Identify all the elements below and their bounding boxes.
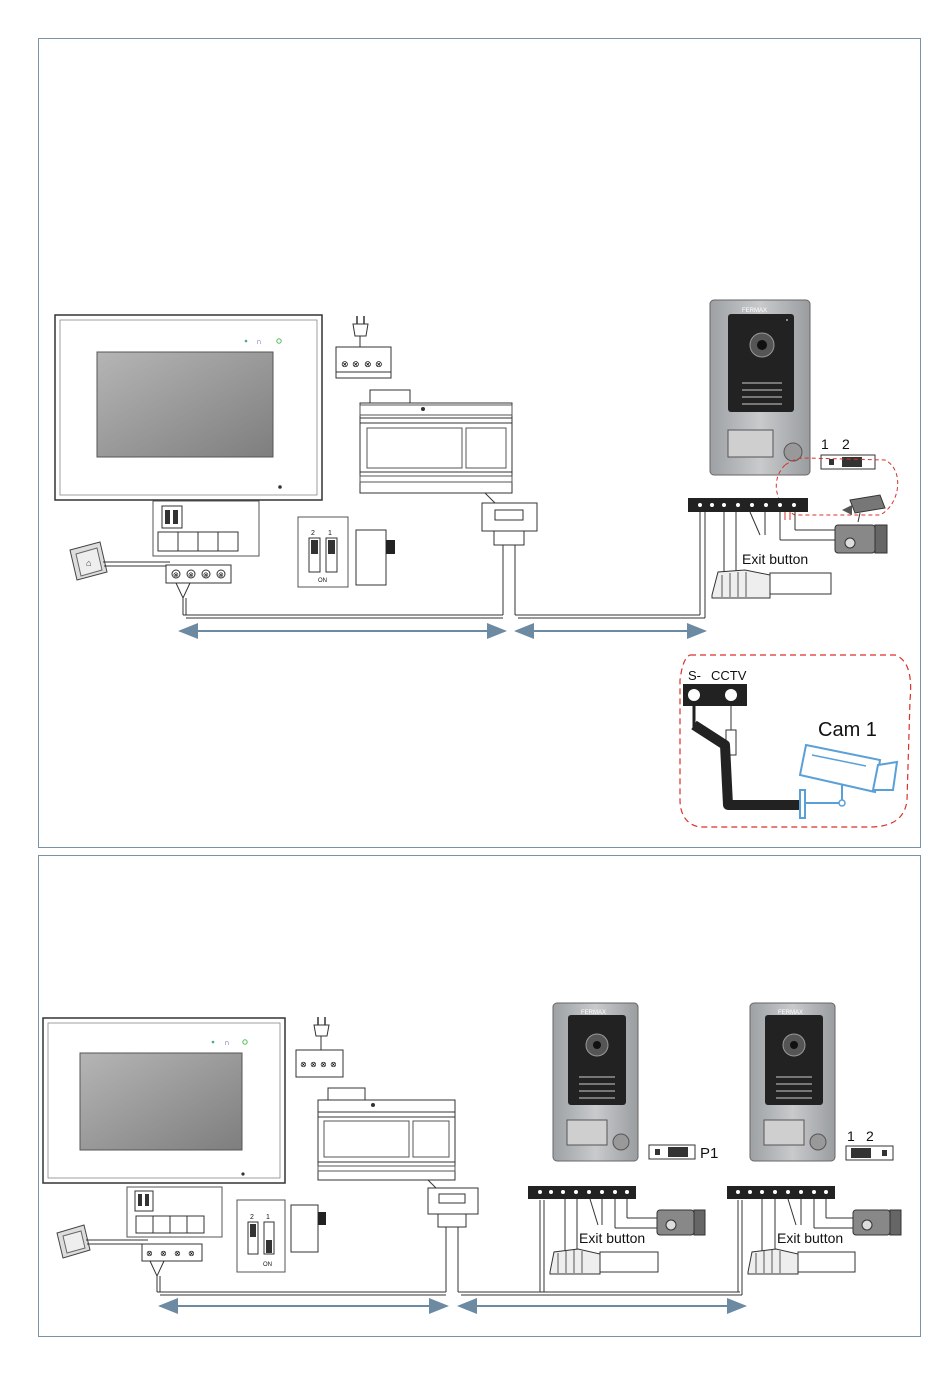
switch-num-2: 2	[842, 436, 850, 452]
power-supply	[360, 390, 512, 493]
svg-text:⊗: ⊗	[341, 359, 349, 369]
exit-button-group-2: Exit button	[550, 1230, 658, 1274]
monitor-terminal-block: ⊗ ⊗ ⊗ ⊗	[166, 565, 231, 615]
svg-text:⊗: ⊗	[174, 1249, 181, 1258]
distributor	[482, 493, 537, 615]
dip-label-1: 1	[328, 530, 332, 537]
svg-text:⊗: ⊗	[352, 359, 360, 369]
door-panel-2: FERMAX	[750, 1003, 835, 1161]
dip-switch-box: 2 1 ON	[298, 517, 348, 587]
power-plug: ⊗ ⊗ ⊗ ⊗	[336, 316, 391, 378]
p1-label: P1	[700, 1145, 718, 1162]
switch-num-1-b: 1	[847, 1128, 855, 1144]
door-panel: FERMAX	[710, 300, 810, 475]
svg-text:⊗: ⊗	[173, 572, 179, 579]
svg-text:⊗: ⊗	[160, 1249, 167, 1258]
camera-label: Cam 1	[818, 719, 877, 741]
svg-text:⊗: ⊗	[188, 1249, 195, 1258]
svg-text:⌂: ⌂	[86, 558, 91, 568]
panel-brand: FERMAX	[742, 308, 767, 314]
dip-label-2-b: 2	[250, 1214, 254, 1221]
plug-adapter	[356, 530, 395, 585]
panel-1-jumper: P1	[649, 1145, 718, 1162]
electric-lock-2	[657, 1210, 705, 1235]
exit-button-group-3: Exit button	[748, 1230, 855, 1274]
monitor-connector	[153, 501, 259, 556]
svg-text:⊗: ⊗	[310, 1060, 317, 1069]
plug-adapter-2	[291, 1205, 326, 1252]
terminal-label-s: S-	[688, 668, 701, 683]
svg-text:⊗: ⊗	[320, 1060, 327, 1069]
exit-button-label-2: Exit button	[579, 1230, 645, 1246]
power-supply-2	[318, 1088, 455, 1180]
dip-switch-box-2: 2 1 ON	[237, 1200, 285, 1272]
cctv-detail: S- CCTV Cam 1	[680, 655, 911, 827]
svg-text:⊗: ⊗	[146, 1249, 153, 1258]
svg-text:⊗: ⊗	[364, 359, 372, 369]
electric-lock	[835, 525, 887, 553]
svg-text:⊗: ⊗	[188, 572, 194, 579]
electric-lock-3	[853, 1210, 901, 1235]
mini-camera	[842, 495, 885, 522]
terminal-label-cctv: CCTV	[711, 668, 747, 683]
svg-text:⊗: ⊗	[300, 1060, 307, 1069]
monitor-2: ∩	[43, 1018, 285, 1183]
monitor-connector-2	[127, 1187, 222, 1237]
dip-label-1-b: 1	[266, 1214, 270, 1221]
svg-text:⊗: ⊗	[218, 572, 224, 579]
svg-text:∩: ∩	[224, 1038, 230, 1047]
bus-wires	[183, 512, 705, 618]
monitor-terminal-block-2: ⊗ ⊗ ⊗ ⊗	[142, 1244, 202, 1292]
distributor-2	[428, 1180, 478, 1292]
svg-text:⊗: ⊗	[330, 1060, 337, 1069]
dip-label-2: 2	[311, 530, 315, 537]
svg-text:∩: ∩	[256, 337, 262, 346]
switch-num-1: 1	[821, 436, 829, 452]
monitor: ∩	[55, 315, 322, 500]
door-panel-1: FERMAX	[553, 1003, 638, 1161]
exit-button-group: Exit button	[712, 551, 831, 598]
exit-button-label: Exit button	[742, 551, 808, 567]
svg-text:⊗: ⊗	[375, 359, 383, 369]
dip-label-on: ON	[318, 578, 327, 584]
panel-2-switch: 1 2	[846, 1128, 893, 1160]
switch-num-2-b: 2	[866, 1128, 874, 1144]
exit-button-label-3: Exit button	[777, 1230, 843, 1246]
panel-switch: 1 2	[821, 436, 875, 469]
svg-text:⊗: ⊗	[203, 572, 209, 579]
power-plug-2: ⊗ ⊗ ⊗ ⊗	[296, 1017, 343, 1077]
dip-label-on-b: ON	[263, 1262, 272, 1268]
